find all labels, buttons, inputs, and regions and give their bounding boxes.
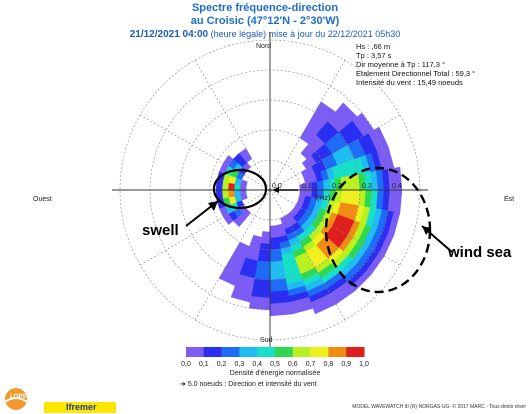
annotation-swell: swell	[142, 222, 179, 239]
footer-credit: MODEL WAVEWATCH III (R) NORGAS-UG- © 201…	[352, 404, 526, 410]
info-tp: Tp : 3,57 s	[356, 51, 392, 60]
compass-north: Nord	[256, 43, 272, 50]
tick-label: 0.0	[272, 183, 282, 190]
spectrum-cell	[317, 180, 325, 191]
tick-label: 0.4	[392, 183, 402, 190]
spectrum-cell	[230, 291, 252, 303]
spectrum-cell	[261, 231, 271, 239]
colorbar-tick: 0,9	[341, 361, 351, 368]
chart-location: au Croisic (47°12'N - 2°30'W)	[190, 15, 340, 27]
colorbar-segment	[239, 347, 258, 357]
spectrum-cell	[305, 189, 313, 198]
colorbar-tick: 0,6	[288, 361, 298, 368]
wind-sea-ellipse	[324, 166, 432, 294]
spectrum-cell	[239, 189, 247, 196]
swell-arrow-head	[208, 201, 218, 211]
colorbar-tick: 0,0	[181, 361, 191, 368]
spectrum-cell	[227, 182, 235, 191]
compass-west: Ouest	[33, 196, 52, 203]
spectrum-cell	[233, 189, 241, 197]
colorbar-segment	[186, 347, 205, 357]
spectrum-cell	[269, 237, 280, 245]
spectrum-cell	[269, 225, 278, 233]
grid-spoke	[269, 59, 346, 191]
colorbar-segment	[257, 347, 276, 357]
spectrum-cell	[322, 179, 331, 191]
chart-title: Spectre fréquence-direction	[191, 2, 339, 14]
colorbar-segment	[221, 347, 240, 357]
tick-label: 0.3	[362, 183, 372, 190]
lops-logo-text: LOPS	[10, 394, 26, 400]
info-hs: Hs : ,66 m	[356, 42, 391, 51]
colorbar-label: Densité d'énergie normalisée	[229, 370, 321, 377]
colorbar-tick: 1,0	[359, 361, 369, 368]
spectrum-cell	[227, 189, 235, 198]
spectrum-cell	[221, 181, 229, 191]
spectrum-cell	[259, 242, 271, 251]
compass-south: Sud	[260, 337, 273, 344]
spectrum-cell	[311, 181, 319, 191]
chart-date-line: 21/12/2021 04:00 (heure légale) mise à j…	[0, 29, 530, 40]
swell-ellipse	[212, 168, 268, 210]
grid-spoke	[139, 189, 271, 266]
colorbar-tick: 0,3	[235, 361, 245, 368]
grid-spoke	[194, 59, 271, 191]
grid-spoke	[194, 189, 271, 321]
compass-east: Est	[504, 196, 515, 203]
colorbar-segment	[292, 347, 312, 357]
colorbar-tick: 0,2	[217, 361, 227, 368]
colorbar-segment	[310, 347, 329, 357]
ifremer-logo: Ifremer	[44, 402, 116, 413]
chart-date: 21/12/2021 04:00	[129, 29, 209, 40]
wind-legend: ➜ 5.0 noeuds : Direction et intensité du…	[180, 380, 317, 388]
colorbar-tick: 0,7	[306, 361, 316, 368]
wind-sea-arrow-head	[422, 226, 431, 235]
colorbar-tick: 0,1	[199, 361, 209, 368]
radial-axis-label: f(Hz)	[315, 195, 330, 202]
info-spread: Etalement Directionnel Total : 59,3 °	[356, 69, 476, 78]
wind-arrow-head	[272, 187, 279, 193]
wind-legend-text: 5.0 noeuds : Direction et intensité du v…	[187, 381, 317, 388]
colorbar-tick: 0,4	[252, 361, 262, 368]
spectrum-cell	[221, 189, 229, 199]
info-box: Hs : ,66 m Tp : 3,57 s Dir moyenne à Tp …	[356, 42, 475, 87]
colorbar-segment	[203, 347, 223, 357]
wind-legend-arrow-icon: ➜	[180, 381, 186, 388]
colorbar-segment	[328, 347, 347, 357]
info-wind: Intensité du vent : 15,49 noeuds	[356, 78, 463, 87]
lops-logo: LOPS	[4, 388, 28, 410]
colorbar-tick: 0,5	[270, 361, 280, 368]
colorbar-segment	[346, 347, 365, 357]
info-dir: Dir moyenne à Tp : 117,3 °	[356, 60, 446, 69]
chart-update: (heure légale) mise à jour du 22/12/2021…	[210, 29, 401, 39]
grid-spoke	[269, 189, 346, 321]
colorbar-segment	[275, 347, 294, 357]
grid-spoke	[269, 189, 401, 266]
grid-spoke	[269, 114, 401, 191]
tick-label: 0.1	[302, 183, 312, 190]
spectrum-cell	[269, 242, 281, 251]
colorbar-tick: 0,8	[324, 361, 334, 368]
annotation-wind-sea: wind sea	[448, 244, 512, 261]
tick-label: 0.2	[332, 183, 342, 190]
spectrum-cell	[260, 237, 271, 245]
grid-spoke	[139, 114, 271, 191]
spectrum-cell	[269, 231, 279, 239]
